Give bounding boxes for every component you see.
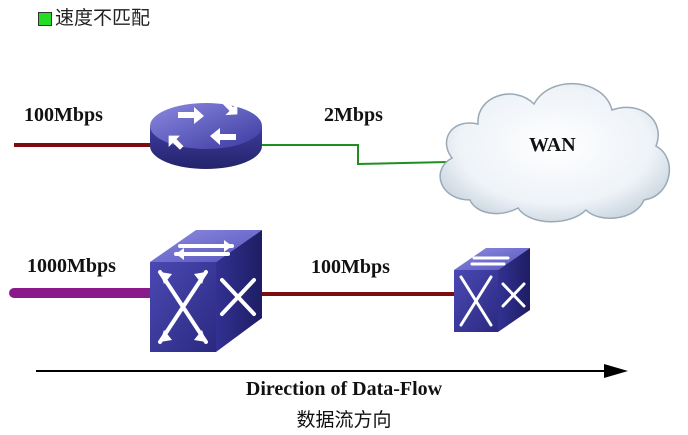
wan-label: WAN [529,134,576,156]
arrow-right-icon [36,364,628,378]
bottom-left-speed-label: 1000Mbps [27,255,116,277]
direction-label-chinese: 数据流方向 [296,409,392,431]
legend-swatch [38,11,52,26]
top-right-speed-label: 2Mbps [324,104,383,126]
top-right-link-line [262,144,449,166]
direction-label-english: Direction of Data-Flow [245,378,443,400]
router-icon [150,100,262,169]
cloud-icon [439,83,671,223]
small-switch-icon [454,248,530,332]
legend: 速度不匹配 [38,9,150,28]
legend-label: 速度不匹配 [55,7,151,29]
top-left-speed-label: 100Mbps [24,104,103,126]
large-switch-icon [150,230,262,352]
bottom-right-speed-label: 100Mbps [311,256,390,278]
